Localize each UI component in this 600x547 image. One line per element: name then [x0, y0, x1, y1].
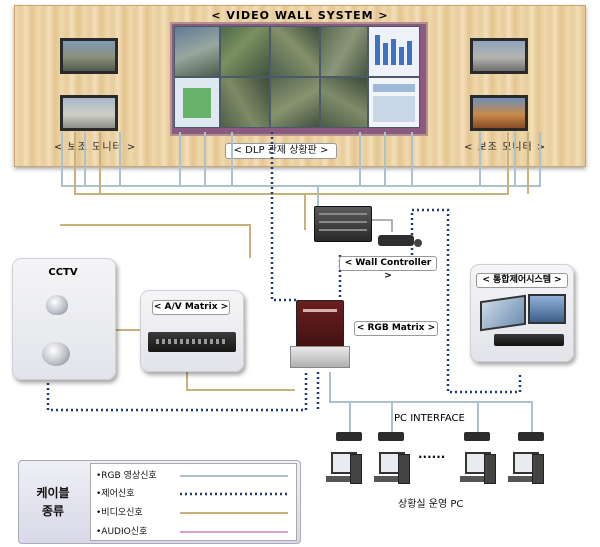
sub-monitor: [470, 95, 528, 131]
wall-tile: [174, 26, 220, 77]
sub-monitor: [60, 38, 118, 74]
legend-item-label: •비디오신호: [96, 508, 143, 518]
operator-pc: [374, 452, 410, 486]
legend-item-label: •RGB 영상신호: [96, 471, 157, 481]
legend-title-line: 종류: [41, 504, 65, 518]
av-matrix-label: < A/V Matrix >: [152, 300, 230, 315]
wall-tile: [220, 77, 270, 128]
wall-tile: [368, 77, 420, 128]
legend-title-line: 케이블: [36, 486, 70, 500]
pc-interface-label: PC INTERFACE: [394, 413, 465, 424]
operator-pc: [508, 452, 544, 486]
operator-pc: [326, 452, 362, 486]
dome-camera-icon: [46, 295, 68, 315]
pc-ellipsis: ......: [418, 447, 446, 461]
wall-tile: [320, 77, 368, 128]
pc-interface-switch: [336, 432, 362, 441]
wall-controller-server: [314, 206, 372, 242]
wall-tile: [174, 77, 220, 128]
sub-monitor-label: < 보조 모니터 >: [464, 142, 547, 153]
rgb-matrix-label: < RGB Matrix >: [354, 321, 438, 336]
legend-item-label: •제어신호: [96, 489, 135, 499]
sub-monitor-label: < 보조 모니터 >: [54, 142, 137, 153]
wall-tile: [220, 26, 270, 77]
wall-tile: [320, 26, 368, 77]
pc-interface-switch: [518, 432, 544, 441]
rgb-matrix-drawer: [290, 346, 350, 368]
wall-tile: [368, 26, 420, 77]
wall-controller-label: < Wall Controller >: [339, 256, 437, 281]
legend-item-label: •AUDIO신호: [96, 527, 148, 537]
dlp-label: < DLP 관제 상황판 >: [225, 143, 337, 159]
legend-title: 케이블 종류: [24, 484, 82, 520]
control-monitor-icon: [528, 294, 566, 324]
wall-tile: [270, 77, 320, 128]
operator-pc-label: 상황실 운영 PC: [398, 499, 464, 510]
pc-interface-switch: [464, 432, 490, 441]
sub-monitor: [60, 95, 118, 131]
keyboard-icon: [378, 235, 414, 246]
wall-tile: [270, 26, 320, 77]
video-wall-display: [170, 22, 428, 136]
cctv-title: CCTV: [48, 267, 78, 278]
control-processor-device: [494, 334, 564, 346]
video-wall-title: < VIDEO WALL SYSTEM >: [211, 9, 389, 22]
operator-pc: [460, 452, 496, 486]
mouse-icon: [414, 239, 422, 247]
ptz-camera-icon: [42, 342, 70, 366]
sub-monitor: [470, 38, 528, 74]
pc-interface-switch: [378, 432, 404, 441]
av-matrix-device: [148, 332, 236, 352]
integrated-control-label: < 통합제어시스템 >: [476, 273, 568, 288]
